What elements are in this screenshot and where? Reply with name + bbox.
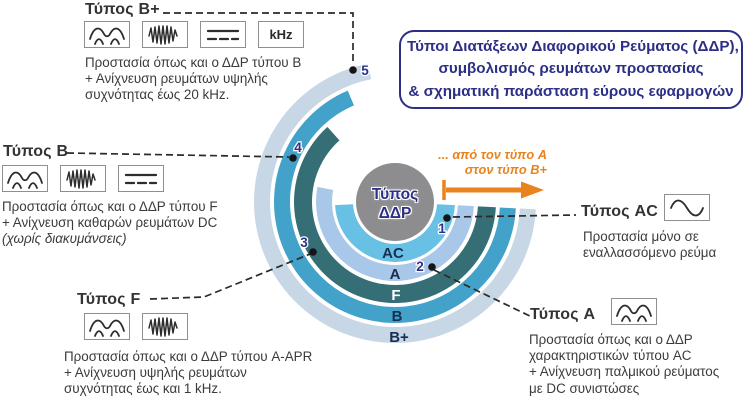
marker-dot-5 [349,66,357,74]
marker-number-5: 5 [361,63,369,78]
desc-line: συχνότητας έως 20 kHz. [85,87,230,103]
wave-pulse-icon [2,165,48,192]
hub-label-line: Τύπος [371,186,419,203]
hub-label-line: ΔΔΡ [378,205,412,222]
connector-type-bplus [163,12,354,62]
marker-number-3: 3 [300,235,308,250]
arrow-caption-line: στον τύπο B+ [464,161,547,177]
ring-F [294,126,496,303]
type-bplus-title: Τύπος B+ [85,1,160,18]
marker-dot-3 [309,248,317,256]
title-line: & σχηματική παράσταση εύρους εφαρμογών [408,82,734,100]
ring-label-B: B [392,308,403,325]
desc-line: Προστασία μόνο σε [583,229,699,244]
dc-icon [200,21,246,48]
connector-lines [66,12,577,318]
type-bplus-desc: Προστασία όπως και ο ΔΔΡ τύπου B + Ανίχν… [85,55,301,104]
connector-type-a [433,269,533,318]
type-ac-desc: Προστασία μόνο σε εναλλασσόμενο ρεύμα [583,229,716,261]
title-line: συμβολισμός ρευμάτων προστασίας [438,60,704,78]
marker-dot-1 [443,214,451,222]
desc-line: Προστασία όπως και ο ΔΔΡ [529,332,693,347]
type-bplus-icons: kHz [84,21,304,48]
ring-label-A: A [390,266,401,283]
sequence-markers: 1 2 3 4 5 [289,62,451,275]
diagram-title-box: Τύποι Διατάξεων Διαφορικού Ρεύματος (ΔΔΡ… [399,30,743,110]
title-line: Τύποι Διατάξεων Διαφορικού Ρεύματος (ΔΔΡ… [407,38,739,55]
rings-layer: AC AFB B+ [253,63,536,346]
connector-type-b [66,152,290,158]
desc-line: + Ανίχνευση ρευμάτων υψηλής [85,71,268,87]
ring-label-B+: B+ [389,329,409,346]
hub-label: Τύπος ΔΔΡ [353,185,437,223]
progress-arrow [442,180,544,200]
khz-icon: kHz [258,21,304,48]
desc-line: εναλλασσόμενο ρεύμα [583,245,717,261]
arrow-caption-line: ... από τον τύπο A [438,147,547,162]
type-b-icons [2,165,164,192]
desc-line: συχνότητας έως και 1 kHz. [64,381,222,397]
sine-icon [664,194,710,221]
desc-line: με DC συνιστώσες [529,380,640,396]
type-b-title: Τύπος B [3,143,69,160]
desc-line: (χωρίς διακυμάνσεις) [2,231,127,247]
hf-burst-icon [60,165,106,192]
desc-line: χαρακτηριστικών τύπου AC [529,348,692,364]
marker-number-1: 1 [438,221,446,236]
desc-line: + Ανίχνευση παλμικού ρεύματος [529,364,720,380]
marker-number-2: 2 [416,259,424,274]
type-f-icons [84,313,188,340]
hf-burst-icon [142,313,188,340]
type-a-desc: Προστασία όπως και ο ΔΔΡ χαρακτηριστικών… [529,332,719,397]
ring-AC [335,204,455,263]
hub-circle [356,163,434,241]
type-f-title: Τύπος F [77,291,141,308]
desc-line: + Ανίχνευση υψηλής ρευμάτων [64,365,247,381]
arrow-head [521,181,544,199]
wave-pulse-icon [611,298,657,325]
wave-pulse-icon [84,21,130,48]
marker-number-4: 4 [294,140,302,155]
hub-disc [356,163,434,241]
type-a-title: Τύπος A [530,306,596,323]
ring-A [315,186,474,282]
arrow-caption: ... από τον τύπο A στον τύπο B+ [382,147,547,177]
desc-line: Προστασία όπως και ο ΔΔΡ τύπου A-APR [64,349,313,364]
marker-dot-2 [428,263,436,271]
type-ac-title: Τύπος AC [581,203,658,220]
type-ac-icons [664,194,710,221]
hf-burst-icon [142,21,188,48]
connector-type-ac [452,214,577,218]
type-b-desc: Προστασία όπως και ο ΔΔΡ τύπου F + Ανίχν… [2,199,218,248]
ring-label-AC: AC [382,245,404,262]
desc-line: Προστασία όπως και ο ΔΔΡ τύπου F [2,199,218,214]
desc-line: Προστασία όπως και ο ΔΔΡ τύπου B [85,55,302,70]
type-a-icons [611,298,657,325]
ring-label-F: F [391,287,400,304]
marker-dot-4 [289,154,297,162]
desc-line: + Ανίχνευση καθαρών ρευμάτων DC [2,215,218,231]
wave-pulse-icon [84,313,130,340]
dc-icon [118,165,164,192]
type-f-desc: Προστασία όπως και ο ΔΔΡ τύπου A-APR + Α… [64,349,312,398]
